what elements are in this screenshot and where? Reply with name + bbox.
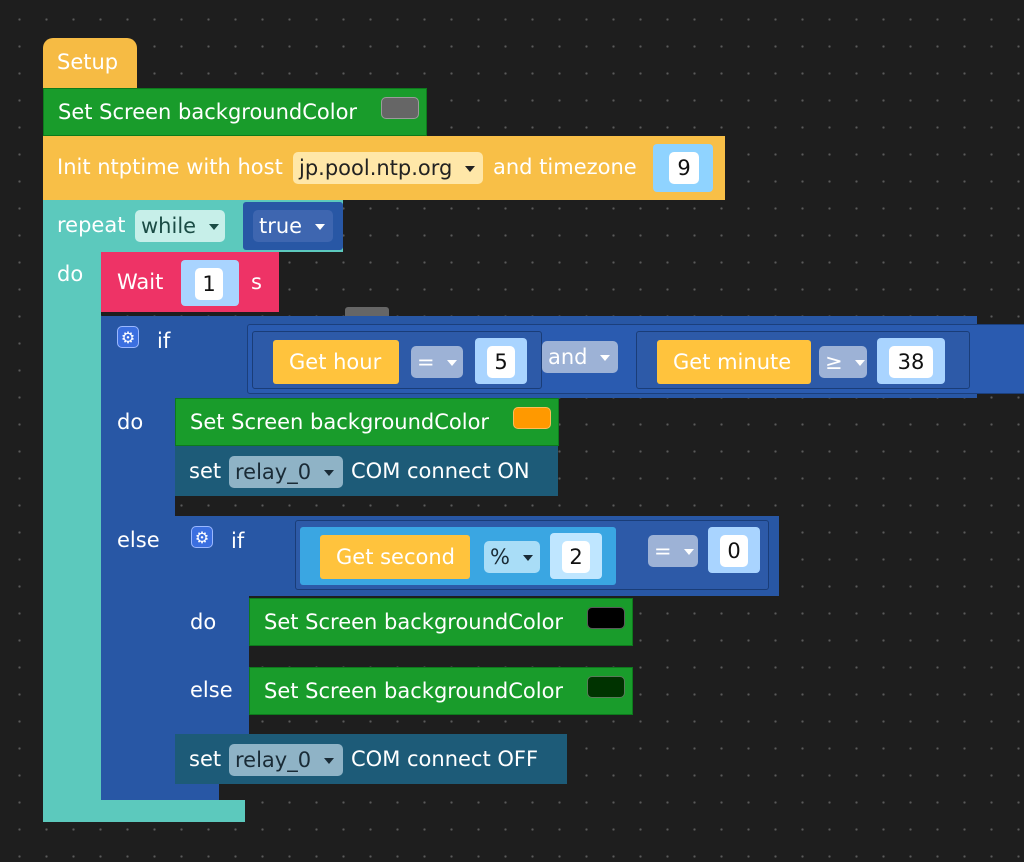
repeat-do-label: do: [57, 262, 84, 286]
relay-on-value: relay_0: [235, 460, 312, 484]
eq-op-value: =: [654, 539, 672, 563]
if2-do-set-bg-block[interactable]: Set Screen backgroundColor: [249, 598, 633, 646]
repeat-spine: [43, 252, 101, 808]
set-bg-block[interactable]: Set Screen backgroundColor: [43, 88, 427, 136]
condition-value: true: [259, 214, 303, 238]
relay-off-block[interactable]: set relay_0 COM connect OFF: [175, 734, 567, 784]
relay-off-value: relay_0: [235, 748, 312, 772]
wait-input[interactable]: 1: [195, 268, 223, 300]
get-hour-block[interactable]: Get hour: [273, 340, 399, 384]
if2-do-set-bg-label: Set Screen backgroundColor: [264, 610, 564, 634]
color-swatch[interactable]: [513, 407, 551, 429]
relay-off-action: COM connect OFF: [351, 747, 539, 771]
if-footer: [101, 782, 219, 800]
if-block[interactable]: ⚙ if Get hour = 5 and Get minute ≥ 38: [101, 316, 1024, 398]
ntp-mid-label: and timezone: [493, 155, 637, 179]
setup-block[interactable]: Setup: [43, 38, 137, 88]
op1-dropdown[interactable]: =: [411, 346, 463, 378]
if2-spine: [175, 596, 249, 734]
val2-input[interactable]: 38: [889, 346, 933, 378]
relay-on-action: COM connect ON: [351, 459, 530, 483]
get-minute-label: Get minute: [673, 350, 792, 374]
get-second-block[interactable]: Get second: [320, 535, 470, 579]
relay-on-dropdown[interactable]: relay_0: [229, 456, 343, 488]
set-bg-label: Set Screen backgroundColor: [58, 100, 358, 124]
mod-val-input[interactable]: 2: [562, 541, 590, 573]
mod-block[interactable]: Get second % 2: [300, 527, 616, 585]
timezone-input[interactable]: 9: [669, 152, 699, 184]
if2-do-label: do: [190, 610, 217, 634]
ntp-host-dropdown[interactable]: jp.pool.ntp.org: [293, 152, 483, 184]
eq-op-dropdown[interactable]: =: [648, 535, 698, 567]
op2-value: ≥: [825, 350, 843, 374]
if2-else-label: else: [190, 678, 233, 702]
ntp-init-block[interactable]: Init ntptime with host jp.pool.ntp.org a…: [43, 136, 725, 200]
if-do-label: do: [117, 410, 144, 434]
logic-value: and: [548, 345, 588, 369]
mod-op-dropdown[interactable]: %: [484, 541, 540, 573]
if-spine: [101, 398, 175, 800]
relay-on-set: set: [189, 459, 222, 483]
get-hour-label: Get hour: [289, 350, 382, 374]
color-swatch[interactable]: [381, 97, 419, 119]
color-swatch[interactable]: [587, 607, 625, 629]
val1-input[interactable]: 5: [487, 346, 515, 378]
wait-unit: s: [251, 270, 262, 294]
setup-label: Setup: [57, 50, 119, 74]
op2-dropdown[interactable]: ≥: [819, 346, 867, 378]
relay-on-block[interactable]: set relay_0 COM connect ON: [175, 446, 558, 496]
color-swatch[interactable]: [587, 676, 625, 698]
wait-block[interactable]: Wait 1 s: [101, 252, 279, 312]
eq-val-input[interactable]: 0: [720, 535, 748, 567]
ntp-label: Init ntptime with host: [57, 155, 283, 179]
if2-else-set-bg-block[interactable]: Set Screen backgroundColor: [249, 667, 633, 715]
repeat-mode-value: while: [141, 214, 197, 238]
compare-minute-block[interactable]: Get minute ≥ 38: [636, 331, 970, 389]
gear-icon[interactable]: ⚙: [191, 526, 213, 548]
ntp-host-value: jp.pool.ntp.org: [299, 156, 453, 180]
do-set-bg-block[interactable]: Set Screen backgroundColor: [175, 398, 559, 446]
repeat-footer: [43, 800, 245, 822]
repeat-block[interactable]: repeat while true: [43, 200, 343, 252]
wait-label: Wait: [117, 270, 164, 294]
compare-second-block[interactable]: Get second % 2 = 0: [295, 520, 769, 590]
and-block[interactable]: Get hour = 5 and Get minute ≥ 38: [247, 324, 1024, 394]
get-second-label: Get second: [336, 545, 455, 569]
condition-dropdown[interactable]: true: [253, 210, 333, 242]
if2-label: if: [231, 529, 245, 553]
repeat-mode-dropdown[interactable]: while: [135, 210, 225, 242]
op1-value: =: [417, 350, 435, 374]
repeat-label: repeat: [57, 213, 126, 237]
if-label: if: [157, 329, 171, 353]
gear-icon[interactable]: ⚙: [117, 326, 139, 348]
do-set-bg-label: Set Screen backgroundColor: [190, 410, 490, 434]
if2-block[interactable]: ⚙ if Get second % 2 = 0: [175, 516, 779, 596]
relay-off-set: set: [189, 747, 222, 771]
if-else-label: else: [117, 528, 160, 552]
if2-else-set-bg-label: Set Screen backgroundColor: [264, 679, 564, 703]
logic-dropdown[interactable]: and: [542, 341, 618, 373]
compare-hour-block[interactable]: Get hour = 5: [252, 331, 542, 389]
relay-off-dropdown[interactable]: relay_0: [229, 744, 343, 776]
get-minute-block[interactable]: Get minute: [657, 340, 811, 384]
mod-op-value: %: [490, 545, 510, 569]
